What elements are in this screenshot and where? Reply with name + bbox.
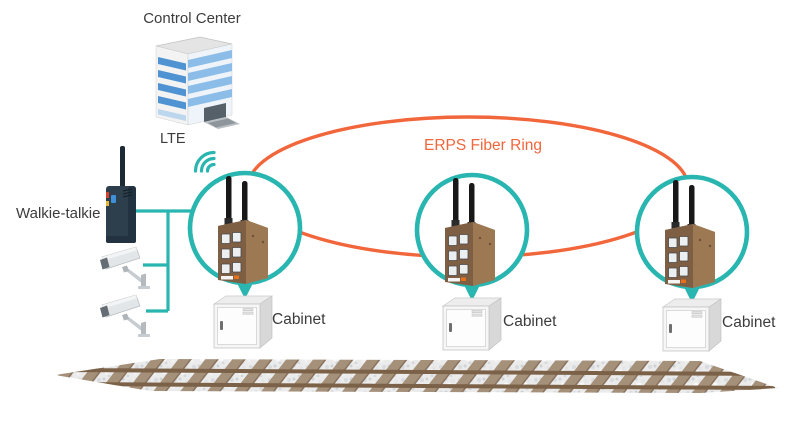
control-center-label: Control Center <box>143 10 241 27</box>
cabinet-icon <box>441 297 503 351</box>
cellular-router-icon <box>665 180 715 288</box>
walkie-talkie-label: Walkie-talkie <box>16 205 101 222</box>
control-center-building-icon <box>155 36 240 129</box>
walkie-talkie-icon <box>106 146 136 243</box>
cabinet-icon <box>212 295 274 349</box>
lte-wifi-signal-icon <box>193 150 216 173</box>
cabinet-label: Cabinet <box>503 313 557 330</box>
cellular-router-icon <box>218 176 268 284</box>
lte-label: LTE <box>160 131 186 147</box>
cabinet-icon <box>661 298 723 352</box>
erps-fiber-ring-label: ERPS Fiber Ring <box>423 137 542 154</box>
ring-node <box>187 170 303 299</box>
device-cables <box>134 209 197 313</box>
cabinet-label: Cabinet <box>272 311 326 328</box>
cabinet-label: Cabinet <box>722 314 776 331</box>
cellular-router-icon <box>445 178 495 286</box>
cctv-camera-icon <box>100 246 150 289</box>
ring-node <box>634 174 750 303</box>
cctv-camera-icon <box>100 294 150 337</box>
railway-track-icon <box>55 359 778 393</box>
ring-node <box>414 172 530 301</box>
